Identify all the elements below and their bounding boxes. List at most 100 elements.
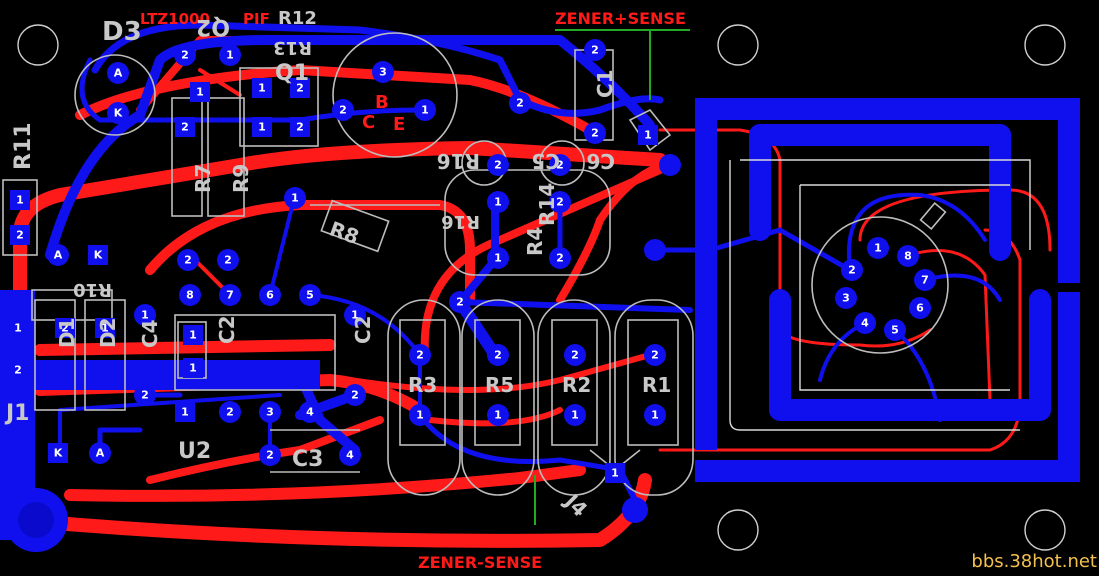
pad-51 [339, 444, 361, 466]
trace-red-10 [556, 161, 669, 304]
pad-50 [299, 401, 321, 423]
keepout-line-1 [729, 160, 1020, 431]
pad-69 [884, 319, 906, 341]
heatsink-right-bar-lower [1058, 292, 1080, 482]
pad-47 [175, 402, 195, 422]
pad-label-39: 2 [61, 322, 69, 335]
mounting-hole-tl [17, 24, 59, 66]
pad-label-65: 1 [874, 242, 882, 255]
pad-30 [549, 154, 571, 176]
pad-25 [259, 284, 281, 306]
ltz-trace-1 [846, 192, 987, 272]
trace-red-3 [64, 464, 586, 502]
pad-54 [89, 442, 111, 464]
des-mirror-c6: C6 [586, 149, 615, 173]
pad-10 [332, 99, 354, 121]
c3-outline [270, 429, 360, 473]
pad-19 [10, 225, 30, 245]
pad-43 [183, 358, 203, 378]
pad-label-26: 5 [306, 289, 314, 302]
pad-label-66: 8 [904, 250, 912, 263]
r1-outline [614, 299, 694, 496]
keepout-line-2 [740, 159, 1031, 250]
des-d1: D1 [55, 317, 79, 348]
pad-label-27: 8 [186, 289, 194, 302]
pad-label-29: 2 [494, 159, 502, 172]
pad-29 [487, 154, 509, 176]
trace-red-5 [34, 339, 336, 356]
mirror-ring-2 [539, 140, 585, 186]
pad-label-63: 1 [611, 467, 619, 480]
pad-label-61: 2 [651, 349, 659, 362]
pad-48 [219, 401, 241, 423]
des-r14: R14 [535, 183, 559, 226]
trace-blue-3 [79, 57, 423, 123]
pad-37 [7, 317, 29, 339]
trace-blue-7 [268, 193, 297, 297]
pad-55 [409, 344, 431, 366]
pad-label-58: 1 [494, 409, 502, 422]
pad-label-7: 2 [296, 82, 304, 95]
pad-label-28: 7 [226, 289, 234, 302]
pad-26 [299, 284, 321, 306]
pad-label-30: 2 [556, 159, 564, 172]
trace-red-12 [427, 407, 563, 427]
des-c2-a: C2 [215, 315, 239, 344]
pad-label-8: 1 [258, 121, 266, 134]
r11-outline [2, 179, 38, 256]
pad-46 [344, 384, 366, 406]
pad-70 [854, 312, 876, 334]
r3-outline [387, 299, 461, 496]
q1-outline [332, 32, 458, 158]
pad-32 [549, 191, 571, 213]
pad-label-6: 1 [258, 82, 266, 95]
pad-label-10: 2 [339, 104, 347, 117]
pad-67 [914, 269, 936, 291]
des-d2: D2 [96, 317, 120, 348]
mounting-hole-tr [1024, 24, 1066, 66]
pad-41 [134, 304, 156, 326]
des-r2: R2 [562, 373, 591, 397]
pad-8 [252, 117, 272, 137]
pad-label-53: K [54, 447, 63, 460]
pad-label-34: 2 [556, 252, 564, 265]
pad-23 [177, 249, 199, 271]
pad-12 [414, 99, 436, 121]
pad-14 [584, 39, 606, 61]
pad-label-9: 2 [296, 121, 304, 134]
q1-pad-outline [239, 67, 319, 147]
pad-label-23: 2 [184, 254, 192, 267]
pad-label-52: 2 [266, 449, 274, 462]
r5-body [474, 319, 521, 446]
des-mirror-c5: C5 [531, 149, 560, 173]
pad-15 [584, 122, 606, 144]
heatsink-top-bar [695, 98, 1080, 120]
pad-label-42: 1 [189, 329, 197, 342]
des-c1: C1 [593, 69, 617, 98]
pad-39 [55, 318, 75, 338]
pad-label-41: 1 [141, 309, 149, 322]
d2-outline [84, 299, 126, 411]
r2-outline [537, 299, 611, 496]
pad-label-38: 2 [14, 364, 22, 377]
u2-outline [174, 314, 336, 391]
trace-red-4 [34, 374, 426, 416]
pad-27 [179, 284, 201, 306]
des-r9: R9 [229, 164, 253, 193]
copper-pour-mid [0, 360, 320, 390]
pad-18 [10, 190, 30, 210]
r7-outline [171, 97, 203, 217]
pad-35 [449, 291, 471, 313]
r9-outline [207, 97, 245, 217]
pad-label-21: K [94, 249, 103, 262]
pad-label-3: 1 [226, 49, 234, 62]
pad-53 [48, 443, 68, 463]
pad-label-62: 1 [651, 409, 659, 422]
pad-59 [564, 344, 586, 366]
labels-layer: ZENER+SENSE ZENER-SENSE LTZ1000 PIF D3 Q… [4, 8, 686, 572]
pad-label-55: 2 [416, 349, 424, 362]
pad-36 [644, 239, 666, 261]
r3-body [399, 319, 446, 446]
pad-label-12: 1 [421, 104, 429, 117]
